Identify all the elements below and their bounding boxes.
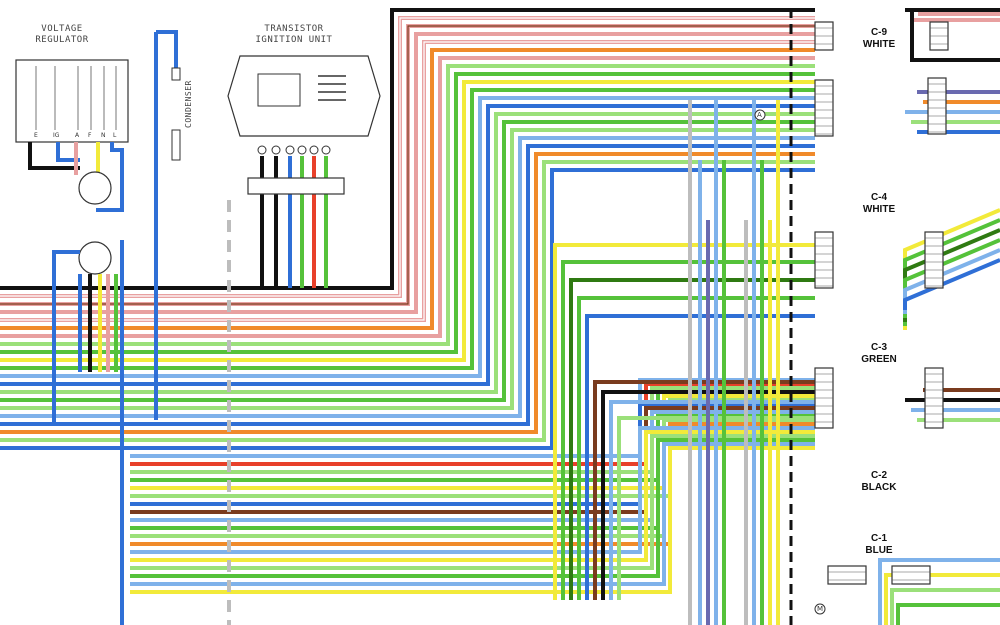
connector-c1-label: C-1 BLUE bbox=[858, 533, 900, 557]
ignition-unit-body bbox=[227, 55, 381, 137]
regulator-pin-l: L bbox=[113, 132, 117, 139]
harness-wire-11 bbox=[0, 88, 815, 370]
regulator-blue-wire bbox=[56, 142, 80, 162]
marker-a-circle bbox=[754, 109, 766, 121]
regulator-pin-f: F bbox=[88, 132, 92, 139]
c9-right-outer-wire bbox=[910, 8, 1000, 62]
lower-harness-wire-16 bbox=[130, 438, 815, 578]
transistor-ignition-unit-label-line1: TRANSISTOR bbox=[264, 24, 324, 34]
transistor-ignition-unit-label-line2: IGNITION UNIT bbox=[255, 35, 333, 45]
voltage-regulator-label-line2: REGULATOR bbox=[35, 35, 89, 45]
regulator-black-wire bbox=[28, 142, 80, 170]
harness-wire-21 bbox=[0, 168, 815, 450]
right-fan-wire-4 bbox=[577, 296, 815, 600]
condenser-feed-wire bbox=[156, 30, 178, 72]
connector-c2-id: C-2 bbox=[870, 470, 888, 481]
voltage-regulator-label-line1: VOLTAGE bbox=[41, 24, 83, 34]
lower-harness-wire-13 bbox=[130, 426, 815, 554]
connector-c4-body bbox=[814, 231, 834, 289]
ignition-terminal-6 bbox=[321, 145, 331, 155]
harness-wire-20 bbox=[0, 160, 815, 442]
connector-c1-id: C-1 bbox=[870, 533, 888, 544]
connector-c4-id: C-4 bbox=[870, 192, 888, 203]
lower-harness-wire-18 bbox=[130, 446, 815, 594]
ignition-terminal-2 bbox=[271, 145, 281, 155]
harness-wire-12 bbox=[0, 96, 815, 378]
ignition-terminal-1 bbox=[257, 145, 267, 155]
harness-wire-2-tracer bbox=[0, 17, 815, 297]
c4-right-wire-6 bbox=[903, 258, 1000, 310]
ignition-terminal-4 bbox=[297, 145, 307, 155]
voltage-regulator-body bbox=[15, 59, 129, 143]
right-fan-wire-6 bbox=[593, 380, 815, 600]
harness-wire-3-tracer bbox=[0, 25, 815, 305]
right-fan-wire-1 bbox=[553, 243, 815, 600]
harness-wire-16 bbox=[0, 128, 815, 410]
harness-wire-14 bbox=[0, 112, 815, 394]
harness-wire-10 bbox=[0, 80, 815, 362]
ignition-unit-inner-block bbox=[257, 73, 301, 107]
regulator-pin-a: A bbox=[75, 132, 80, 139]
ignition-terminal-3 bbox=[285, 145, 295, 155]
harness-wire-17 bbox=[0, 136, 815, 418]
marker-m-label: M bbox=[817, 605, 824, 613]
connector-c3-label: C-3 GREEN bbox=[858, 342, 900, 366]
voltage-regulator-label: VOLTAGE REGULATOR bbox=[30, 24, 94, 46]
c1-right-wire-2 bbox=[884, 573, 1000, 625]
connector-c4-label: C-4 WHITE bbox=[858, 192, 900, 216]
regulator-connector-round bbox=[78, 171, 112, 205]
connector-c9-id: C-9 bbox=[870, 27, 888, 38]
harness-wire-13 bbox=[0, 104, 815, 386]
connector-c3-color: GREEN bbox=[861, 354, 897, 365]
regulator-blue-loop-wire bbox=[96, 142, 124, 212]
connector-c9-body-b bbox=[814, 79, 834, 137]
ignition-harness-clamp bbox=[247, 177, 345, 195]
condenser-terminal bbox=[171, 67, 181, 81]
harness-wire-7 bbox=[0, 56, 815, 338]
connector-c2-color: BLACK bbox=[861, 482, 897, 493]
harness-wire-5-tracer bbox=[0, 41, 815, 321]
connector-c9-label: C-9 WHITE bbox=[858, 27, 900, 51]
regulator-pin-n: N bbox=[101, 132, 106, 139]
lower-harness-wire-14 bbox=[130, 430, 815, 562]
transistor-ignition-unit-label: TRANSISTOR IGNITION UNIT bbox=[246, 24, 342, 46]
marker-a-label: A bbox=[757, 111, 762, 119]
harness-wire-4 bbox=[0, 32, 815, 314]
harness-wire-15 bbox=[0, 120, 815, 402]
regulator-pin-e: E bbox=[34, 132, 38, 139]
connector-c1-mate-body bbox=[891, 565, 931, 585]
right-fan-wire-2 bbox=[561, 260, 815, 600]
connector-c9-mate-body-b bbox=[927, 77, 947, 135]
harness-wire-19 bbox=[0, 152, 815, 434]
right-fan-wire-9 bbox=[617, 416, 815, 600]
right-fan-wire-5 bbox=[585, 314, 815, 600]
regulator-pin-ig: IG bbox=[53, 132, 60, 139]
condenser-label: CONDENSER bbox=[184, 80, 193, 128]
connector-c4-color: WHITE bbox=[862, 204, 896, 215]
harness-wire-18 bbox=[0, 144, 815, 426]
harness-wire-1 bbox=[0, 8, 815, 290]
lower-harness-wire-15 bbox=[130, 434, 815, 570]
c1-right-wire-3 bbox=[890, 588, 1000, 625]
round-connector-blue-wire bbox=[52, 250, 80, 425]
lower-harness-wire-17 bbox=[130, 442, 815, 586]
harness-wire-8 bbox=[0, 64, 815, 346]
connector-c3-id: C-3 bbox=[870, 342, 888, 353]
connector-c1-color: BLUE bbox=[865, 545, 893, 556]
lower-connector-round bbox=[78, 241, 112, 275]
harness-wire-6 bbox=[0, 48, 815, 330]
marker-m-circle bbox=[814, 603, 826, 615]
connector-c2-label: C-2 BLACK bbox=[858, 470, 900, 494]
condenser-body bbox=[171, 129, 181, 161]
right-fan-wire-3 bbox=[569, 278, 815, 600]
connector-c9-color: WHITE bbox=[862, 39, 896, 50]
c1-right-wire-4 bbox=[896, 603, 1000, 625]
connector-c4-mate-body bbox=[924, 231, 944, 289]
c1-right-wire-1 bbox=[878, 558, 1000, 625]
connector-c1-body bbox=[827, 565, 867, 585]
ignition-terminal-5 bbox=[309, 145, 319, 155]
